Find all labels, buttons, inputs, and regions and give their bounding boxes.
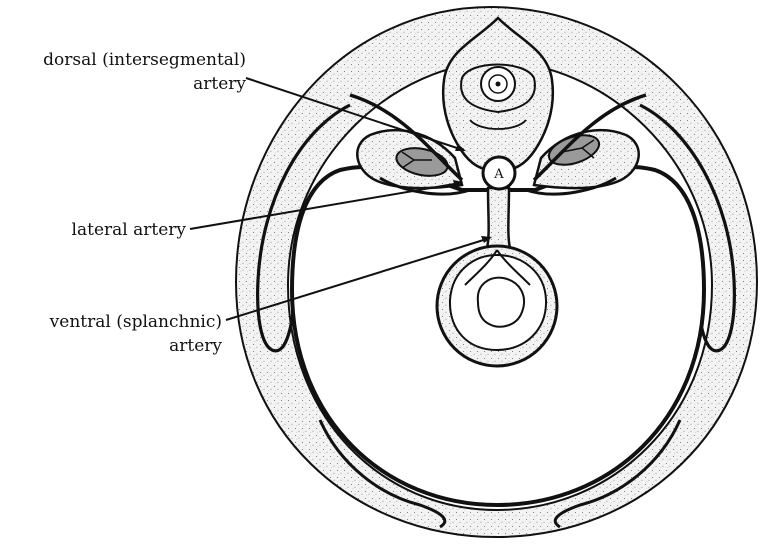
ventral-artery-label-line1: ventral (splanchnic)	[0, 310, 222, 334]
neural-canal-core	[496, 82, 501, 87]
lateral-artery-label-text: lateral artery	[0, 218, 186, 242]
dorsal-artery-label-line2: artery	[0, 72, 246, 96]
ventral-artery-label-line2: artery	[0, 334, 222, 358]
lateral-artery-label: lateral artery	[0, 218, 186, 242]
dorsal-artery-label-line1: dorsal (intersegmental)	[0, 48, 246, 72]
dorsal-artery-label: dorsal (intersegmental) artery	[0, 48, 246, 96]
dorsal-mesentery	[487, 188, 510, 248]
aorta-marker: A	[493, 167, 504, 182]
ventral-artery-label: ventral (splanchnic) artery	[0, 310, 222, 358]
gut-lumen	[478, 278, 524, 327]
